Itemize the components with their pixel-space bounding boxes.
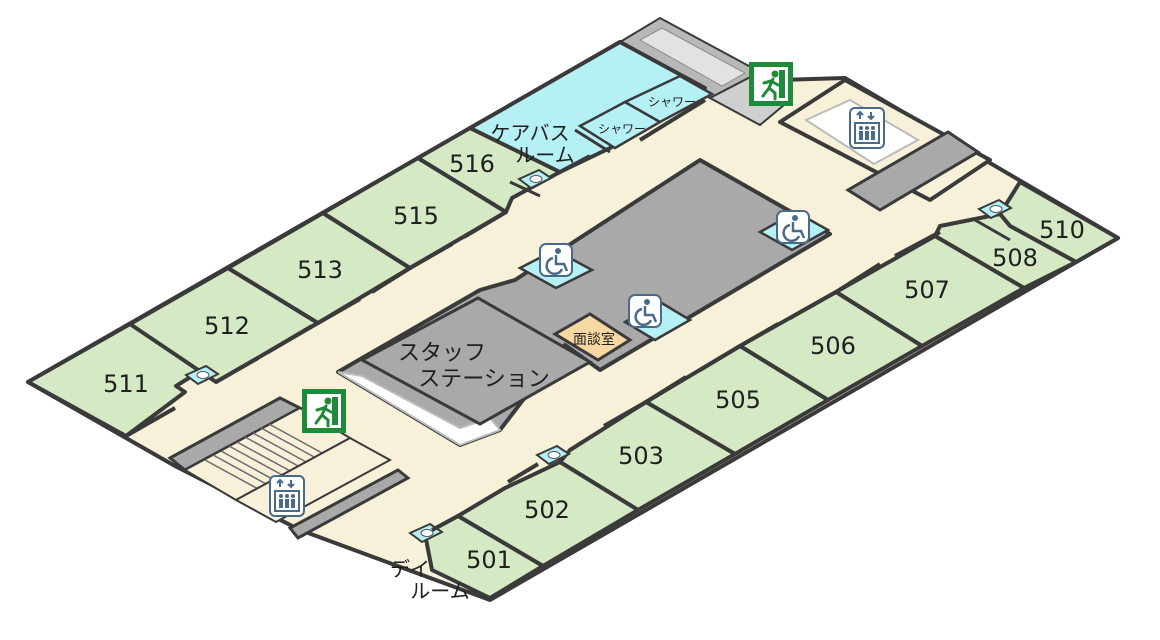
room-label-513: 513 (297, 256, 343, 284)
room-label-515: 515 (393, 202, 439, 230)
central-core (336, 158, 832, 447)
room-label-507: 507 (904, 276, 950, 304)
day-room-label-2: ルーム (410, 579, 469, 603)
shower-room-2[interactable] (622, 74, 715, 124)
room-label-505: 505 (715, 386, 761, 414)
room-label-508: 508 (992, 244, 1038, 272)
wheelchair-icon (775, 209, 811, 245)
utility-block (845, 130, 981, 212)
day-room-label-1: デイ (390, 557, 430, 581)
room-label-503: 503 (618, 442, 664, 470)
room-label-516: 516 (449, 150, 495, 178)
room-label-501: 501 (466, 546, 512, 574)
care-bath-label-1: ケアバス (490, 121, 569, 145)
elevator-block-top (747, 60, 992, 212)
room-label-512: 512 (204, 312, 250, 340)
room-label-511: 511 (103, 370, 149, 398)
corridor-doors-upper (125, 98, 707, 438)
room-label-506: 506 (810, 332, 856, 360)
corridor-doors-lower (431, 230, 941, 532)
staff-station-label-2: ステーション (418, 367, 550, 392)
shower-label-1: シャワー (598, 122, 646, 136)
room-label-502: 502 (524, 496, 570, 524)
emergency-exit-icon (747, 60, 795, 108)
interview-room-label: 面談室 (573, 331, 615, 348)
wheelchair-icon (627, 293, 663, 329)
elevator-icon[interactable] (849, 107, 885, 149)
upper-rooms (26, 40, 715, 438)
elevator-icon[interactable] (269, 475, 305, 517)
stairs-bottom (167, 387, 411, 540)
wheelchair-icon (538, 242, 574, 278)
staff-station-label-1: スタッフ (398, 341, 486, 366)
lower-rooms (409, 180, 1120, 600)
labels: 511 512 513 515 516 501 502 503 505 506 … (103, 95, 1085, 603)
care-bath-label-2: ルーム (515, 143, 574, 167)
staff-station[interactable] (358, 296, 594, 426)
shower-label-2: シャワー (648, 95, 696, 109)
interview-room[interactable] (552, 312, 633, 362)
emergency-exit-icon (300, 387, 348, 435)
room-label-510: 510 (1039, 216, 1085, 244)
